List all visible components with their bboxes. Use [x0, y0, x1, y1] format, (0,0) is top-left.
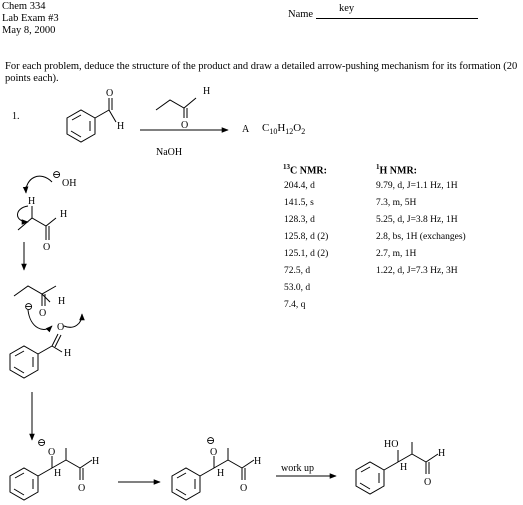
- label-h: H: [438, 448, 445, 459]
- c13-title-sup: 13: [283, 163, 290, 171]
- name-line[interactable]: [316, 18, 478, 19]
- h1-peak: 1.22, d, J=7.3 Hz, 3H: [376, 266, 458, 276]
- c13-peak: 125.8, d (2): [284, 232, 329, 242]
- formula-h-count: 12: [285, 127, 294, 137]
- exam-title: Lab Exam #3: [2, 13, 59, 24]
- label-o: O: [43, 242, 50, 253]
- label-h: H: [203, 86, 210, 97]
- name-label: Name: [288, 9, 314, 20]
- propanal-structure: [155, 97, 197, 118]
- alkoxide-adduct: [9, 448, 93, 501]
- c13-peak: 53.0, d: [284, 283, 311, 293]
- h1-peak: 7.3, m, 5H: [376, 198, 417, 208]
- label-minus: ⊖: [52, 169, 61, 181]
- label-o: O: [39, 308, 46, 319]
- c13-peak: 141.5, s: [284, 198, 314, 208]
- enolate-structure: [13, 285, 57, 306]
- formula-c-count: 10: [269, 127, 278, 137]
- label-h: H: [117, 121, 124, 132]
- h1-title-text: H NMR:: [379, 165, 418, 177]
- label-h: H: [60, 209, 67, 220]
- name-value: key: [339, 3, 355, 14]
- formula-c: C: [262, 122, 270, 134]
- label-o: O: [424, 477, 431, 488]
- c13-title-text: C NMR:: [290, 165, 327, 177]
- label-o: O: [57, 322, 64, 333]
- c13-nmr-title: 13C NMR:: [283, 162, 327, 176]
- label-o: O: [181, 120, 188, 131]
- course-title: Chem 334: [2, 1, 46, 12]
- label-h: H: [58, 296, 65, 307]
- alkoxide-adduct-2: [171, 448, 255, 501]
- curved-arrow-carbonyl: [63, 313, 85, 328]
- benzaldehyde-mechanism: [9, 333, 63, 379]
- label-o: O: [48, 447, 55, 458]
- benzaldehyde-structure: [66, 98, 117, 143]
- propanal-deprotonation: [17, 175, 57, 240]
- label-ho: HO: [384, 439, 398, 450]
- workup-label: work up: [281, 463, 314, 474]
- h1-peak: 9.79, d, J=1.1 Hz, 1H: [376, 181, 458, 191]
- c13-peak: 125.1, d (2): [284, 249, 329, 259]
- label-h: H: [400, 462, 407, 473]
- c13-peak: 128.3, d: [284, 215, 315, 225]
- product-label: A: [242, 124, 250, 135]
- formula-o-count: 2: [301, 127, 306, 137]
- label-h: H: [64, 348, 71, 359]
- label-h: H: [54, 468, 61, 479]
- label-minus: ⊖: [24, 301, 33, 313]
- label-minus: ⊖: [37, 437, 46, 449]
- h1-peak: 5.25, d, J=3.8 Hz, 1H: [376, 215, 458, 225]
- h1-peak: 2.8, bs, 1H (exchanges): [376, 232, 466, 242]
- label-oh: OH: [62, 178, 76, 189]
- c13-peak: 204.4, d: [284, 181, 315, 191]
- label-o: O: [78, 483, 85, 494]
- reagent-label: NaOH: [156, 147, 183, 158]
- label-h: H: [254, 456, 261, 467]
- formula-o: O: [293, 122, 302, 134]
- h1-nmr-title: 1H NMR:: [376, 162, 417, 176]
- c13-peak: 72.5, d: [284, 266, 311, 276]
- label-h: H: [28, 196, 35, 207]
- label-o: O: [210, 447, 217, 458]
- formula-h: H: [277, 122, 286, 134]
- label-h: H: [92, 456, 99, 467]
- h1-peak: 2.7, m, 1H: [376, 249, 417, 259]
- curved-arrow-nucleophile: [27, 309, 53, 333]
- label-o: O: [240, 483, 247, 494]
- instructions: For each problem, deduce the structure o…: [5, 61, 518, 84]
- h1-title-sup: 1: [376, 163, 380, 171]
- label-minus: ⊖: [206, 435, 215, 447]
- aldol-product: [355, 442, 439, 495]
- exam-date: May 8, 2000: [2, 25, 56, 36]
- label-h: H: [217, 468, 224, 479]
- problem-number: 1.: [12, 111, 20, 122]
- c13-peak: 7.4, q: [284, 300, 306, 310]
- molecular-formula: C10H12O2: [262, 123, 305, 137]
- label-o: O: [106, 88, 113, 99]
